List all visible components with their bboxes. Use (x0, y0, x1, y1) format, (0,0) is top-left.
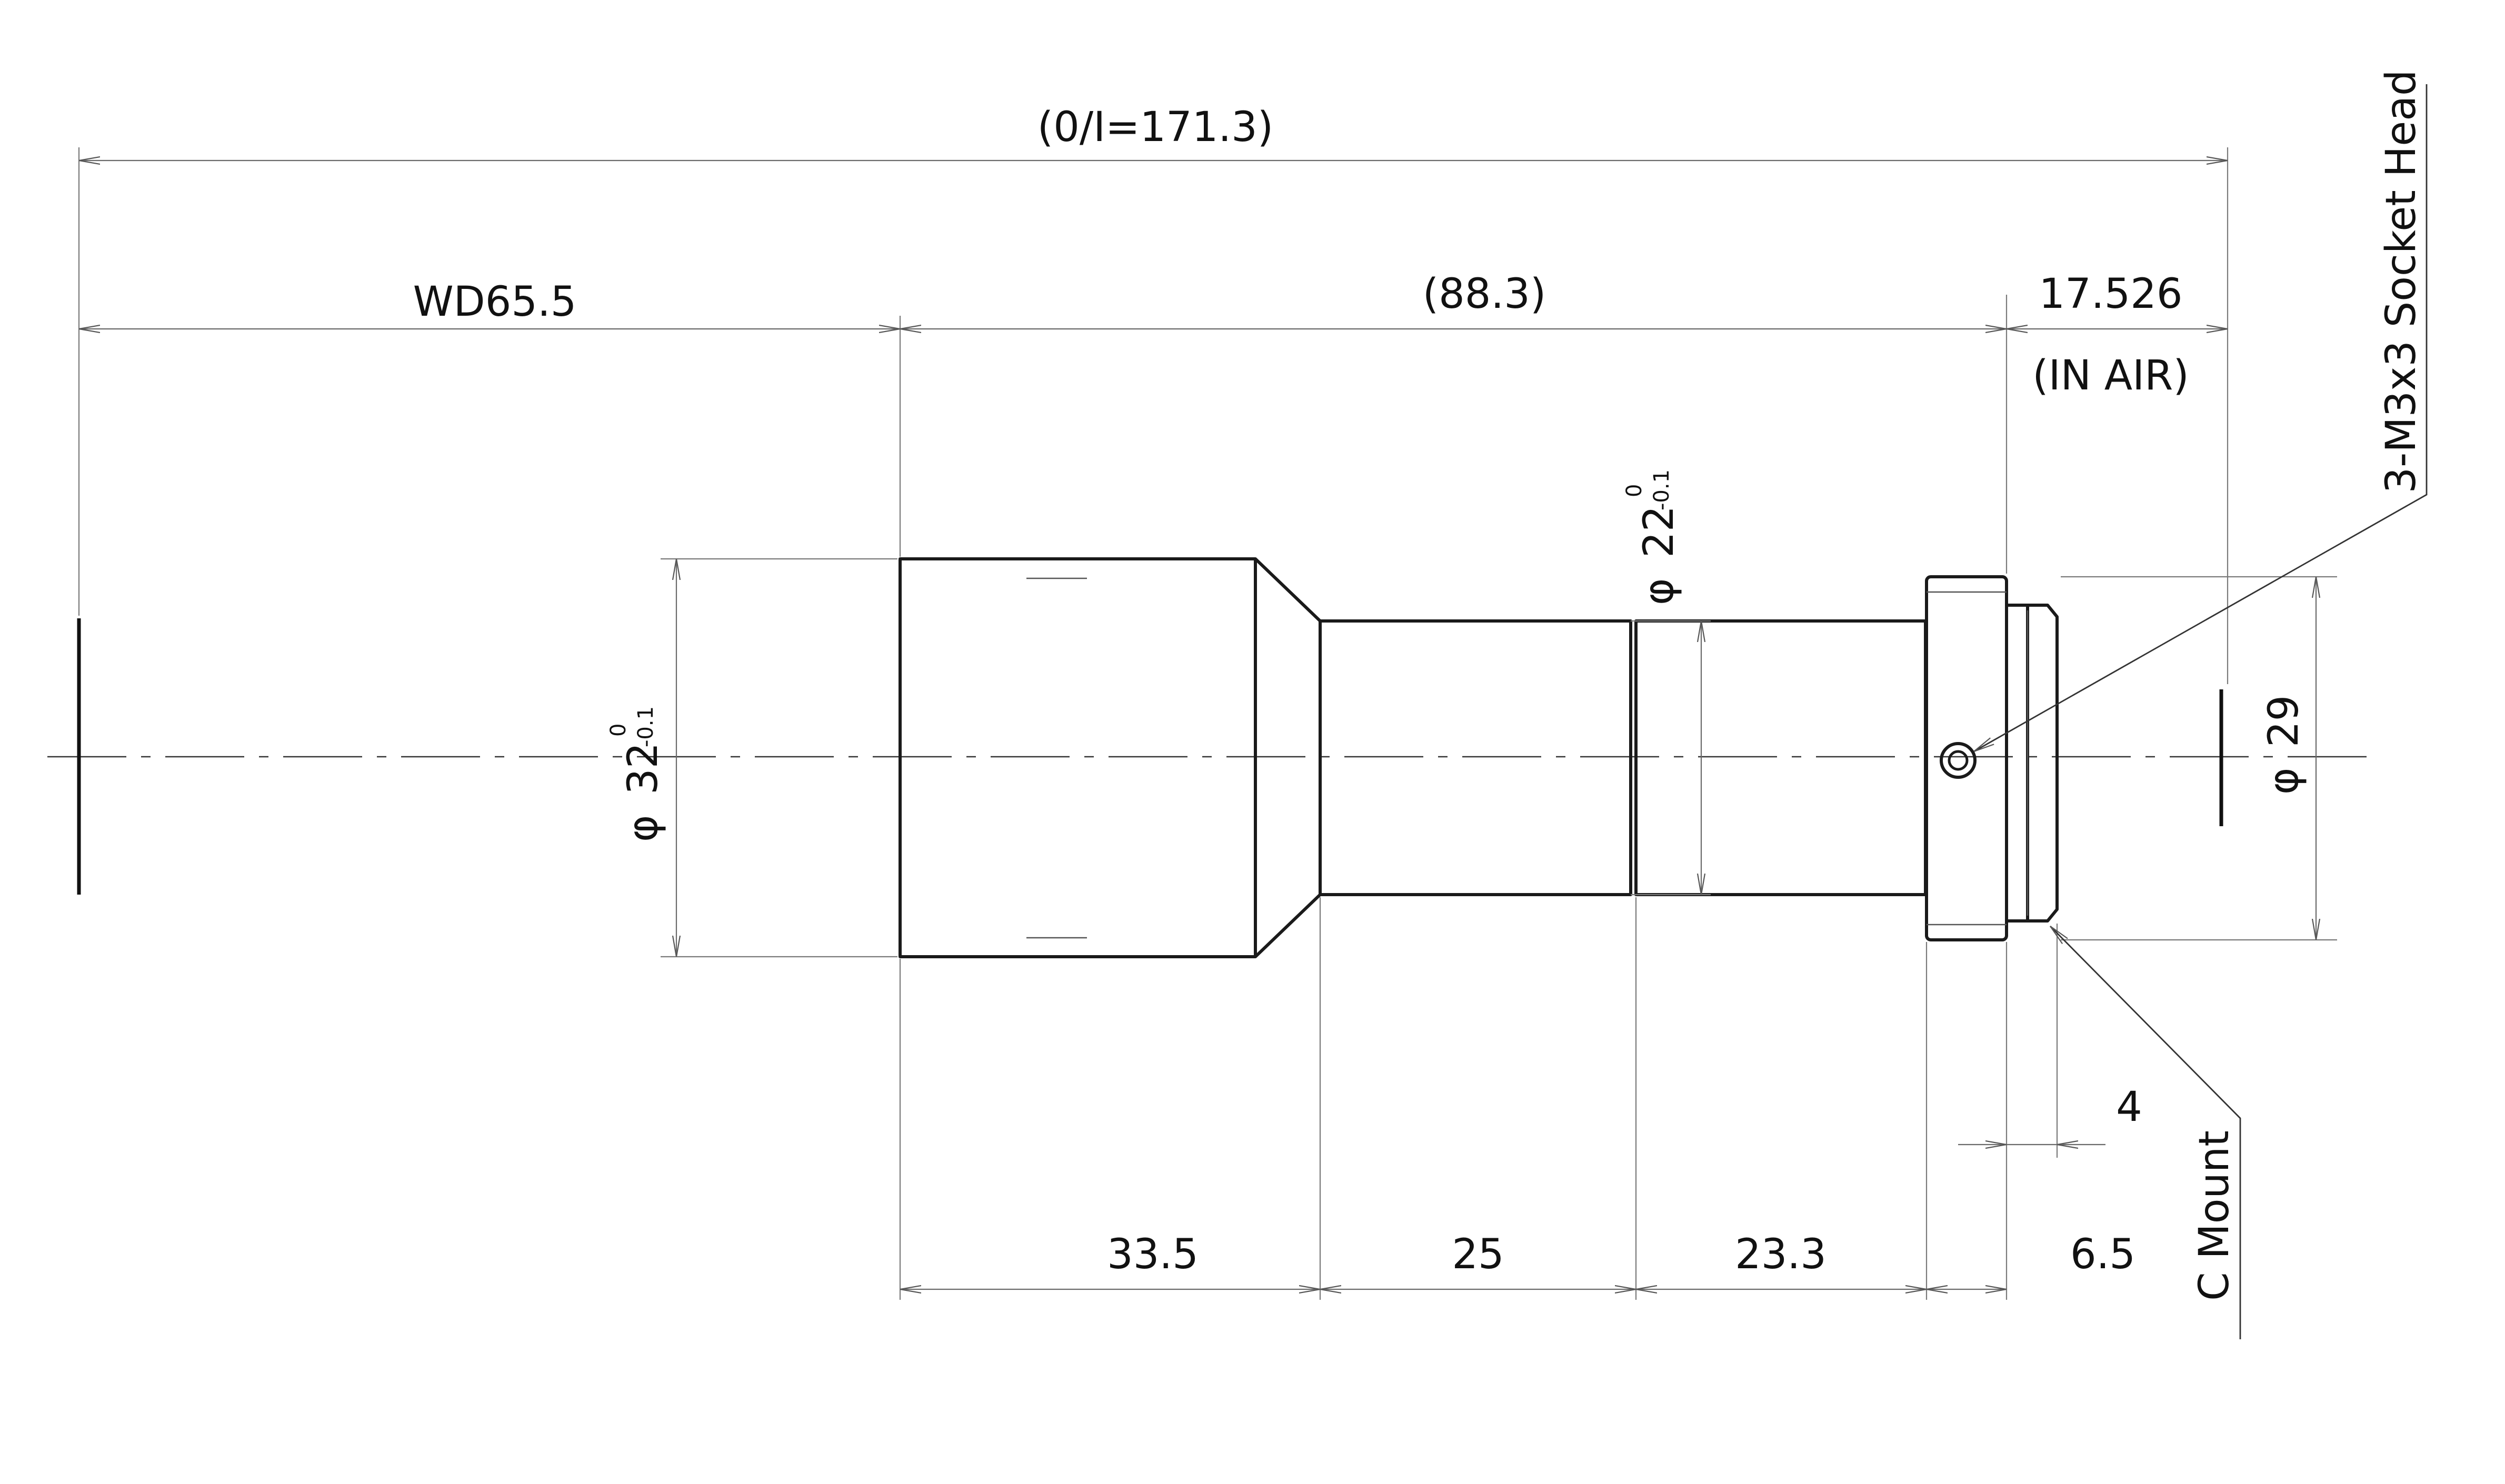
dimension-lines (79, 161, 2316, 1289)
flange-back-label: 17.526 (2039, 270, 2183, 318)
taper-section (1254, 557, 1322, 958)
lens-body (899, 557, 2059, 958)
thread-length-label: 4 (2116, 1084, 2142, 1131)
body-length-label: (88.3) (1423, 270, 1546, 318)
svg-text:φ: φ (2260, 768, 2308, 795)
front-diameter-label: φ 32 0 -0.1 (606, 706, 667, 842)
working-distance-label: WD65.5 (413, 278, 577, 326)
front-barrel (899, 557, 1257, 958)
socket-screw-inner (1948, 750, 1969, 771)
svg-text:32: 32 (620, 743, 667, 795)
rear-tube (1634, 619, 1927, 896)
svg-text:-0.1: -0.1 (1650, 469, 1674, 510)
middle-tube (1319, 619, 1632, 896)
svg-text:-0.1: -0.1 (634, 706, 658, 747)
svg-text:22: 22 (1635, 506, 1683, 558)
svg-text:0: 0 (606, 724, 631, 737)
mount-length-label: 6.5 (2070, 1231, 2135, 1278)
c-mount-thread-chamfer (2028, 604, 2059, 923)
middle-diameter-label: φ 22 0 -0.1 (1622, 469, 1683, 605)
flange-note-label: (IN AIR) (2032, 352, 2189, 399)
socket-screw-outer (1940, 742, 1977, 779)
c-mount-callout-label: C Mount (2191, 1130, 2238, 1301)
screw-leader (1974, 84, 2428, 753)
screw-callout-label: 3-M3x3 Socket Head (2378, 69, 2425, 493)
mount-diameter-label: φ 29 (2260, 695, 2308, 795)
extension-lines (78, 147, 2337, 1300)
svg-text:φ: φ (1635, 578, 1683, 605)
svg-text:29: 29 (2260, 695, 2308, 747)
seg-mid-label: 25 (1452, 1231, 1504, 1278)
overall-length-label: (0/I=171.3) (1037, 104, 1273, 151)
seg-rear-label: 23.3 (1735, 1231, 1827, 1278)
svg-text:φ: φ (620, 815, 667, 842)
c-mount-leader (2050, 926, 2241, 1339)
seg-front-label: 33.5 (1107, 1231, 1199, 1278)
c-mount-thread (2005, 604, 2029, 923)
svg-text:0: 0 (1622, 484, 1646, 497)
